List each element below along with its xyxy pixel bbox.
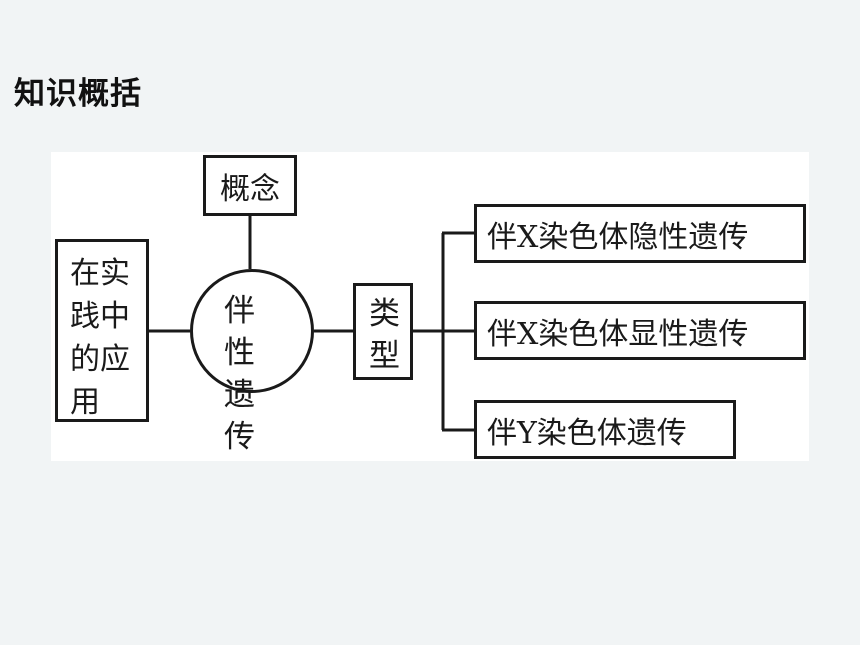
concept-box: 概念 [203,155,297,216]
inheritance-box-y-linked: 伴Y染色体遗传 [474,400,736,459]
practice-box: 在实践中的应用 [55,239,149,422]
inheritance-box-x-recessive: 伴X染色体隐性遗传 [474,204,806,263]
inheritance-box-x-dominant: 伴X染色体显性遗传 [474,301,806,360]
center-node: 伴性遗传 [190,269,314,455]
connector-lines [149,216,474,432]
concept-map: 概念 在实践中的应用 伴性遗传 类型 伴X染色体隐性遗传 伴X染色体显性遗传 伴… [51,152,809,461]
slide-heading: 知识概括 [14,76,142,112]
types-box: 类型 [353,283,413,380]
